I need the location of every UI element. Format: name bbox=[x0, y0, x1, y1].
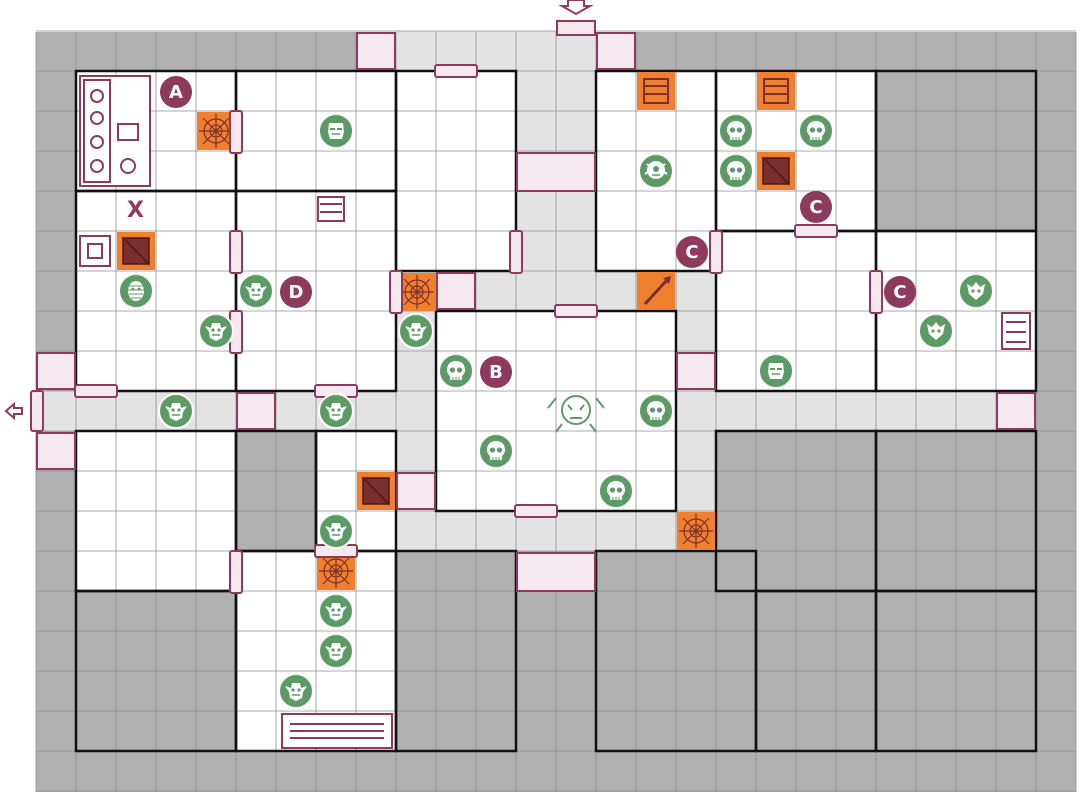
skull-icon[interactable] bbox=[798, 113, 834, 149]
web-icon bbox=[197, 112, 235, 150]
secret-door-icon[interactable] bbox=[709, 230, 723, 274]
pit-trap-icon bbox=[757, 152, 795, 190]
gargoyle-icon[interactable] bbox=[918, 313, 954, 349]
room-label-c-1: C bbox=[800, 191, 832, 223]
room-label-d: D bbox=[280, 276, 312, 308]
start-marker: X bbox=[127, 198, 144, 223]
furniture-cupboard bbox=[79, 75, 151, 187]
door-icon[interactable] bbox=[509, 230, 523, 274]
skull-icon[interactable] bbox=[718, 153, 754, 189]
zombie-icon[interactable] bbox=[758, 353, 794, 389]
door-icon[interactable] bbox=[389, 270, 403, 314]
secret-door-icon[interactable] bbox=[869, 270, 883, 314]
room-label-c-2: C bbox=[676, 236, 708, 268]
door-icon[interactable] bbox=[74, 384, 118, 398]
rubble-icon bbox=[596, 32, 636, 70]
door-icon[interactable] bbox=[554, 304, 598, 318]
rubble-icon bbox=[516, 552, 596, 592]
door-icon[interactable] bbox=[30, 390, 44, 432]
door-icon[interactable] bbox=[229, 230, 243, 274]
rubble-icon bbox=[996, 392, 1036, 430]
chaos-warrior-icon bbox=[547, 395, 605, 433]
pit-trap-icon bbox=[637, 72, 675, 110]
spear-trap-icon bbox=[637, 272, 675, 310]
zombie-icon[interactable] bbox=[318, 113, 354, 149]
orc-icon[interactable] bbox=[398, 313, 434, 349]
door-icon[interactable] bbox=[434, 64, 478, 78]
rubble-icon bbox=[236, 392, 276, 430]
door-icon[interactable] bbox=[229, 550, 243, 594]
door-icon[interactable] bbox=[229, 110, 243, 154]
orc-icon[interactable] bbox=[158, 393, 194, 429]
door-icon[interactable] bbox=[514, 504, 558, 518]
skull-icon[interactable] bbox=[478, 433, 514, 469]
orc-icon[interactable] bbox=[318, 593, 354, 629]
rubble-icon bbox=[516, 152, 596, 192]
skull-icon[interactable] bbox=[718, 113, 754, 149]
entry-arrow-top bbox=[558, 0, 594, 16]
rubble-icon bbox=[676, 352, 716, 390]
rubble-icon bbox=[396, 472, 436, 510]
gargoyle-icon[interactable] bbox=[958, 273, 994, 309]
furniture-chest bbox=[79, 196, 1031, 350]
orc-icon[interactable] bbox=[278, 673, 314, 709]
rubble-icon bbox=[36, 352, 76, 390]
web-icon bbox=[677, 512, 715, 550]
orc-icon[interactable] bbox=[238, 273, 274, 309]
mummy-icon[interactable] bbox=[118, 273, 154, 309]
skull-icon[interactable] bbox=[638, 393, 674, 429]
pit-trap-icon bbox=[117, 232, 155, 270]
fimir-icon[interactable] bbox=[638, 153, 674, 189]
rubble-icon bbox=[356, 32, 396, 70]
skull-icon[interactable] bbox=[598, 473, 634, 509]
secret-door-icon[interactable] bbox=[794, 224, 838, 238]
rubble-icon bbox=[436, 272, 476, 310]
orc-icon[interactable] bbox=[318, 393, 354, 429]
web-icon bbox=[398, 273, 436, 311]
rubble-icon bbox=[36, 432, 76, 470]
pit-trap-icon bbox=[357, 472, 395, 510]
orc-icon[interactable] bbox=[318, 633, 354, 669]
room-label-b: B bbox=[480, 356, 512, 388]
room-label-c-3: C bbox=[884, 276, 916, 308]
furniture-table bbox=[281, 713, 393, 749]
orc-icon[interactable] bbox=[198, 313, 234, 349]
entry-arrow-left bbox=[4, 401, 23, 421]
web-icon bbox=[317, 552, 355, 590]
skull-icon[interactable] bbox=[438, 353, 474, 389]
pit-trap-icon bbox=[757, 72, 795, 110]
orc-icon[interactable] bbox=[318, 513, 354, 549]
room-label-a: A bbox=[160, 76, 192, 108]
rubble-icon bbox=[556, 20, 596, 36]
